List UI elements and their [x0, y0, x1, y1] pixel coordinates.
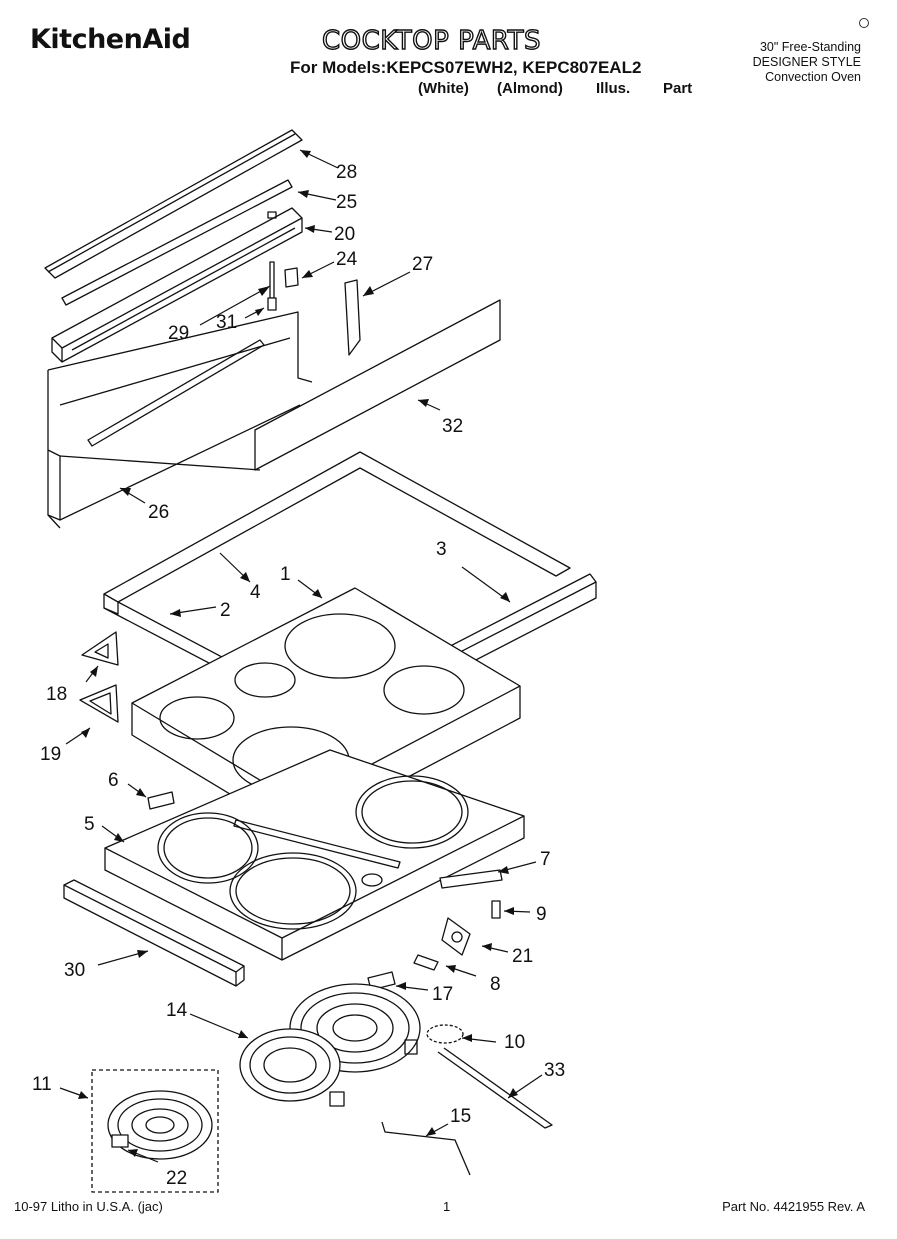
callout-7: 7 — [540, 849, 551, 870]
part-30-front-rail — [63, 879, 245, 987]
part-31-spacer — [267, 297, 277, 311]
range-type: 30" Free-Standing — [759, 40, 861, 54]
callout-32: 32 — [442, 416, 463, 437]
page-number: 1 — [443, 1199, 451, 1214]
part-28-top-trim — [44, 129, 303, 279]
callout-18: 18 — [46, 684, 67, 705]
part-6-clip — [147, 791, 175, 810]
variant-white: (White) — [418, 80, 469, 97]
litho-note: 10-97 Litho in U.S.A. (jac) — [14, 1199, 163, 1214]
part-9-screw — [491, 900, 501, 919]
callout-30: 30 — [64, 960, 85, 981]
part-8-block — [413, 954, 439, 971]
callout-28: 28 — [336, 162, 357, 183]
callout-21: 21 — [512, 946, 533, 967]
part-label: Part — [663, 80, 693, 97]
callout-20: 20 — [334, 224, 355, 245]
callout-33: 33 — [544, 1060, 565, 1081]
callout-14: 14 — [166, 1000, 188, 1021]
part-number: Part No. 4421955 Rev. A — [722, 1199, 865, 1214]
part-14-heating-element — [239, 983, 421, 1107]
part-5-burner-box — [104, 749, 525, 961]
style-label: DESIGNER STYLE — [752, 55, 861, 69]
callout-17: 17 — [432, 984, 453, 1005]
part-25-rod — [61, 179, 293, 306]
corner-mark — [859, 18, 869, 28]
part-27-bracket — [344, 279, 361, 356]
part-15-rod — [381, 1121, 471, 1176]
callout-29: 29 — [168, 323, 189, 344]
callout-8: 8 — [490, 974, 501, 995]
page-title: COCKTOP PARTS — [321, 25, 541, 56]
callout-numbers: 28 25 20 24 27 29 31 32 26 3 1 4 2 18 19… — [32, 162, 565, 1189]
callout-1: 1 — [280, 564, 291, 585]
part-32-panel — [254, 299, 501, 471]
callout-6: 6 — [108, 770, 119, 791]
callout-10: 10 — [504, 1032, 525, 1053]
part-18-indicator — [81, 631, 119, 666]
callout-26: 26 — [148, 502, 169, 523]
callout-11: 11 — [32, 1074, 52, 1095]
callout-3: 3 — [436, 539, 447, 560]
brand-logo: KitchenAid — [30, 24, 191, 55]
callout-5: 5 — [84, 814, 95, 835]
callout-25: 25 — [336, 192, 357, 213]
callout-9: 9 — [536, 904, 547, 925]
part-22-terminal-block — [111, 1134, 129, 1148]
part-20-rail — [51, 207, 303, 363]
part-7-bracket — [439, 869, 503, 889]
variant-almond: (Almond) — [497, 80, 563, 97]
callout-22: 22 — [166, 1168, 187, 1189]
part-33-rod — [437, 1047, 553, 1129]
callout-4: 4 — [250, 582, 261, 603]
part-21-switch — [441, 917, 471, 956]
models-line: For Models:KEPCS07EWH2, KEPC807EAL2 — [290, 58, 642, 77]
part-24-clip — [284, 267, 299, 288]
part-11-element-box — [91, 1069, 219, 1193]
part-2-corner — [103, 602, 119, 615]
callout-19: 19 — [40, 744, 61, 765]
part-29-pin — [269, 261, 275, 299]
part-26-backguard — [47, 311, 313, 529]
callout-15: 15 — [450, 1106, 471, 1127]
callout-24: 24 — [336, 249, 358, 270]
callout-31: 31 — [216, 312, 237, 333]
oven-type: Convection Oven — [765, 70, 861, 84]
part-19-gasket — [79, 684, 119, 723]
arrowheads — [78, 150, 518, 1157]
callout-27: 27 — [412, 254, 433, 275]
part-10-clip — [426, 1024, 464, 1044]
callout-2: 2 — [220, 600, 231, 621]
illus-label: Illus. — [596, 80, 631, 97]
